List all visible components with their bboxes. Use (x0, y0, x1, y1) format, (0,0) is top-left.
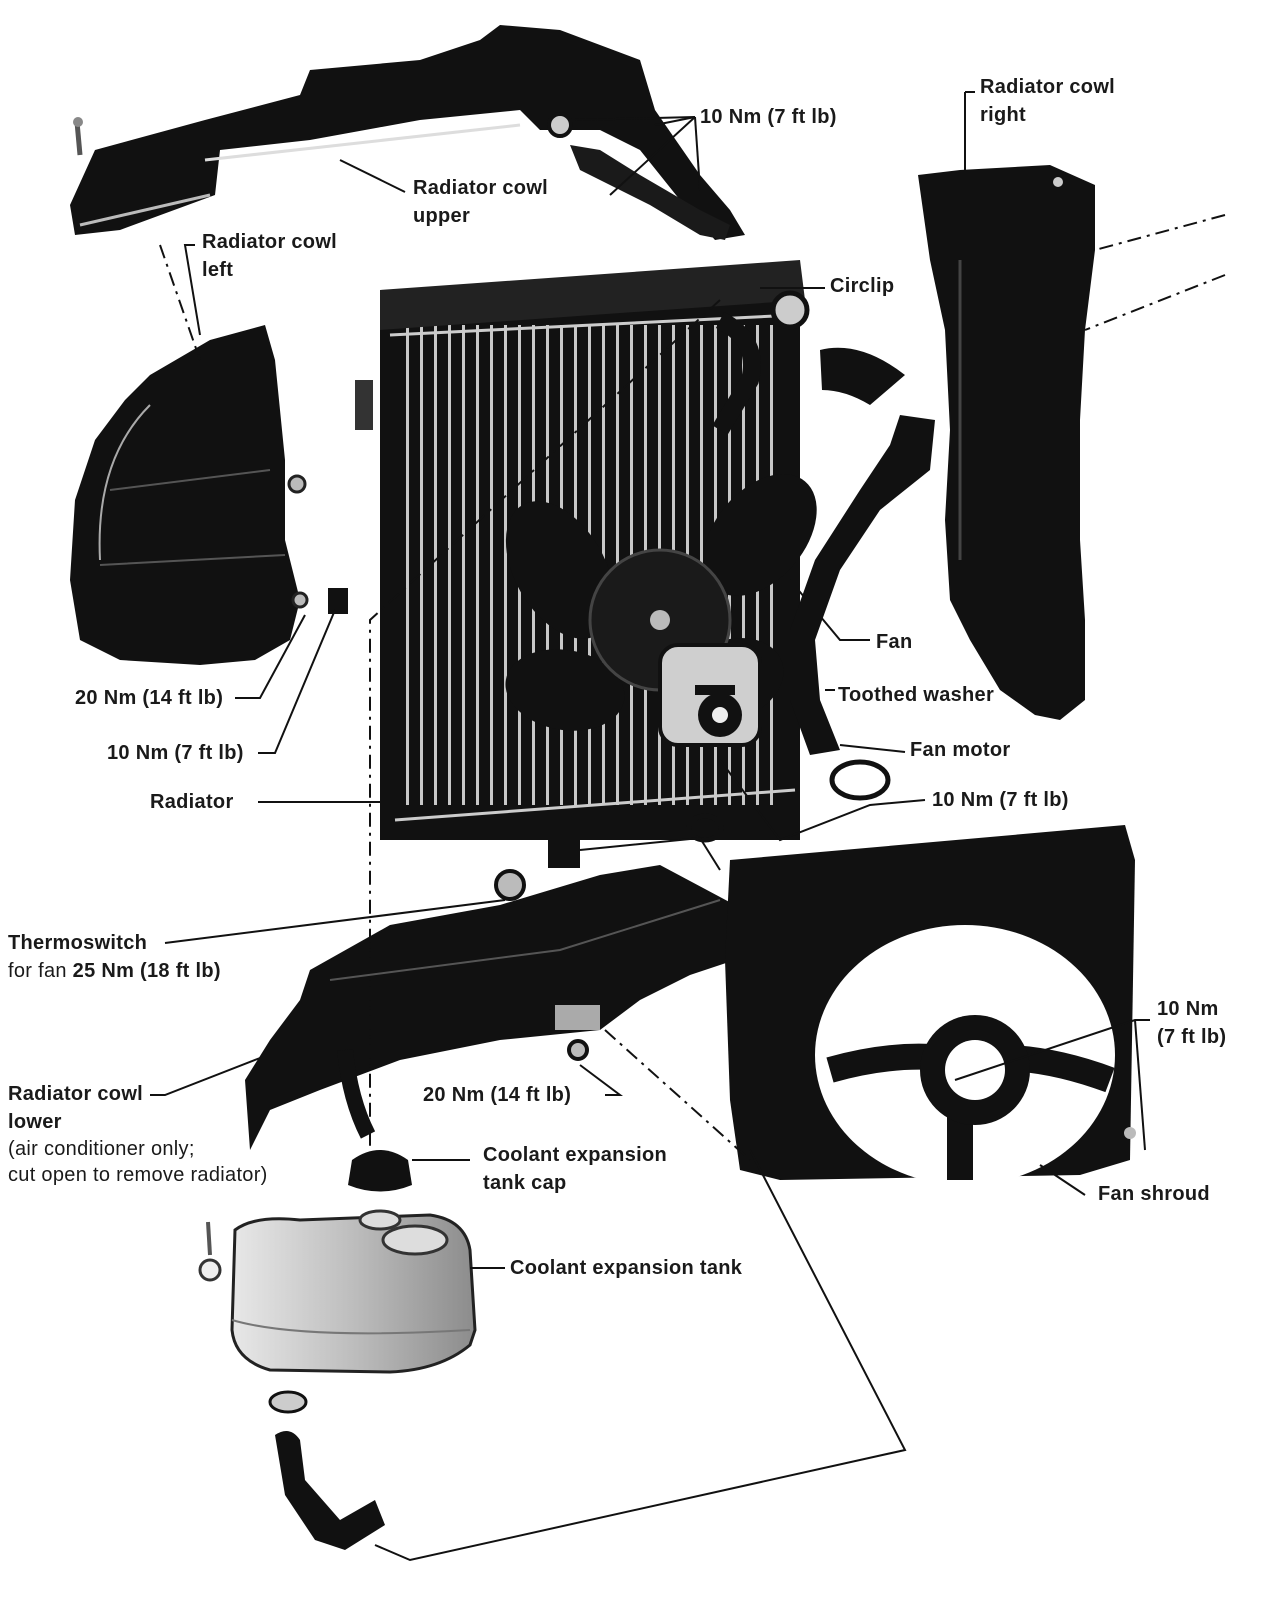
label-text: left (202, 259, 234, 281)
label-fan-shroud: Fan shroud (1098, 1180, 1210, 1208)
fan-motor-part (658, 643, 762, 747)
label-text: right (980, 104, 1026, 126)
label-radiator-cowl-upper: Radiator cowl upper (413, 174, 548, 230)
label-text: Radiator cowl (413, 177, 549, 199)
label-text: 20 Nm (14 ft lb) (75, 687, 224, 709)
label-thermoswitch: Thermoswitch for fan 25 Nm (18 ft lb) (8, 929, 221, 985)
label-text: 20 Nm (14 ft lb) (423, 1084, 572, 1106)
label-text: upper (413, 205, 471, 227)
label-text: lower (8, 1111, 62, 1133)
label-text: tank cap (483, 1172, 567, 1194)
label-radiator-cowl-lower: Radiator cowl lower (air conditioner onl… (8, 1080, 268, 1188)
label-text: 10 Nm (1157, 998, 1219, 1020)
fan-shroud-part (725, 825, 1136, 1185)
coolant-tank-part (198, 1209, 477, 1414)
label-text: Coolant expansion (483, 1144, 668, 1166)
label-text: Radiator cowl (980, 76, 1116, 98)
label-text: Radiator cowl (202, 231, 338, 253)
radiator-cowl-right-part (918, 165, 1095, 720)
label-text: (air conditioner only; (8, 1138, 195, 1160)
tank-cap-part (348, 1150, 412, 1192)
label-fan: Fan (876, 628, 912, 656)
label-torque-10-shroud: 10 Nm (7 ft lb) (1157, 995, 1226, 1051)
tank-hose-part (275, 1431, 385, 1550)
label-text: 25 Nm (18 ft lb) (72, 960, 221, 982)
label-text: Fan motor (910, 739, 1011, 761)
label-fan-motor: Fan motor (910, 736, 1010, 764)
label-text: 10 Nm (7 ft lb) (700, 106, 837, 128)
label-text: for fan (8, 960, 73, 982)
radiator-cowl-left-part (70, 325, 300, 665)
label-radiator-cowl-left: Radiator cowl left (202, 228, 337, 284)
upper-bracket-part (570, 145, 730, 240)
label-text: Circlip (830, 275, 895, 297)
radiator-cowl-upper-part (70, 25, 745, 240)
label-torque-upper-cowl: 10 Nm (7 ft lb) (700, 103, 837, 131)
label-torque-10-mid: 10 Nm (7 ft lb) (932, 786, 1069, 814)
label-text: (7 ft lb) (1157, 1026, 1227, 1048)
lower-hose-part (790, 415, 935, 755)
label-text: 10 Nm (7 ft lb) (932, 789, 1069, 811)
label-coolant-tank: Coolant expansion tank (510, 1254, 742, 1282)
label-circlip: Circlip (830, 272, 894, 300)
label-radiator: Radiator (150, 788, 234, 816)
label-text: Coolant expansion tank (510, 1257, 743, 1279)
label-text: Fan (876, 631, 913, 653)
label-text: Radiator cowl (8, 1083, 144, 1105)
label-text: cut open to remove radiator) (8, 1164, 268, 1186)
label-tank-cap: Coolant expansion tank cap (483, 1141, 667, 1197)
label-radiator-cowl-right: Radiator cowl right (980, 73, 1115, 129)
label-toothed-washer: Toothed washer (838, 681, 994, 709)
leader-lines (150, 91, 1226, 1562)
label-torque-10-left: 10 Nm (7 ft lb) (107, 739, 244, 767)
label-text: Thermoswitch (8, 932, 148, 954)
label-text: 10 Nm (7 ft lb) (107, 742, 244, 764)
label-torque-20-lower: 20 Nm (14 ft lb) (423, 1081, 571, 1109)
label-text: Toothed washer (838, 684, 995, 706)
label-text: Fan shroud (1098, 1183, 1210, 1205)
radiator-cowl-lower-part (245, 865, 735, 1150)
label-torque-20-left: 20 Nm (14 ft lb) (75, 684, 223, 712)
label-text: Radiator (150, 791, 234, 813)
